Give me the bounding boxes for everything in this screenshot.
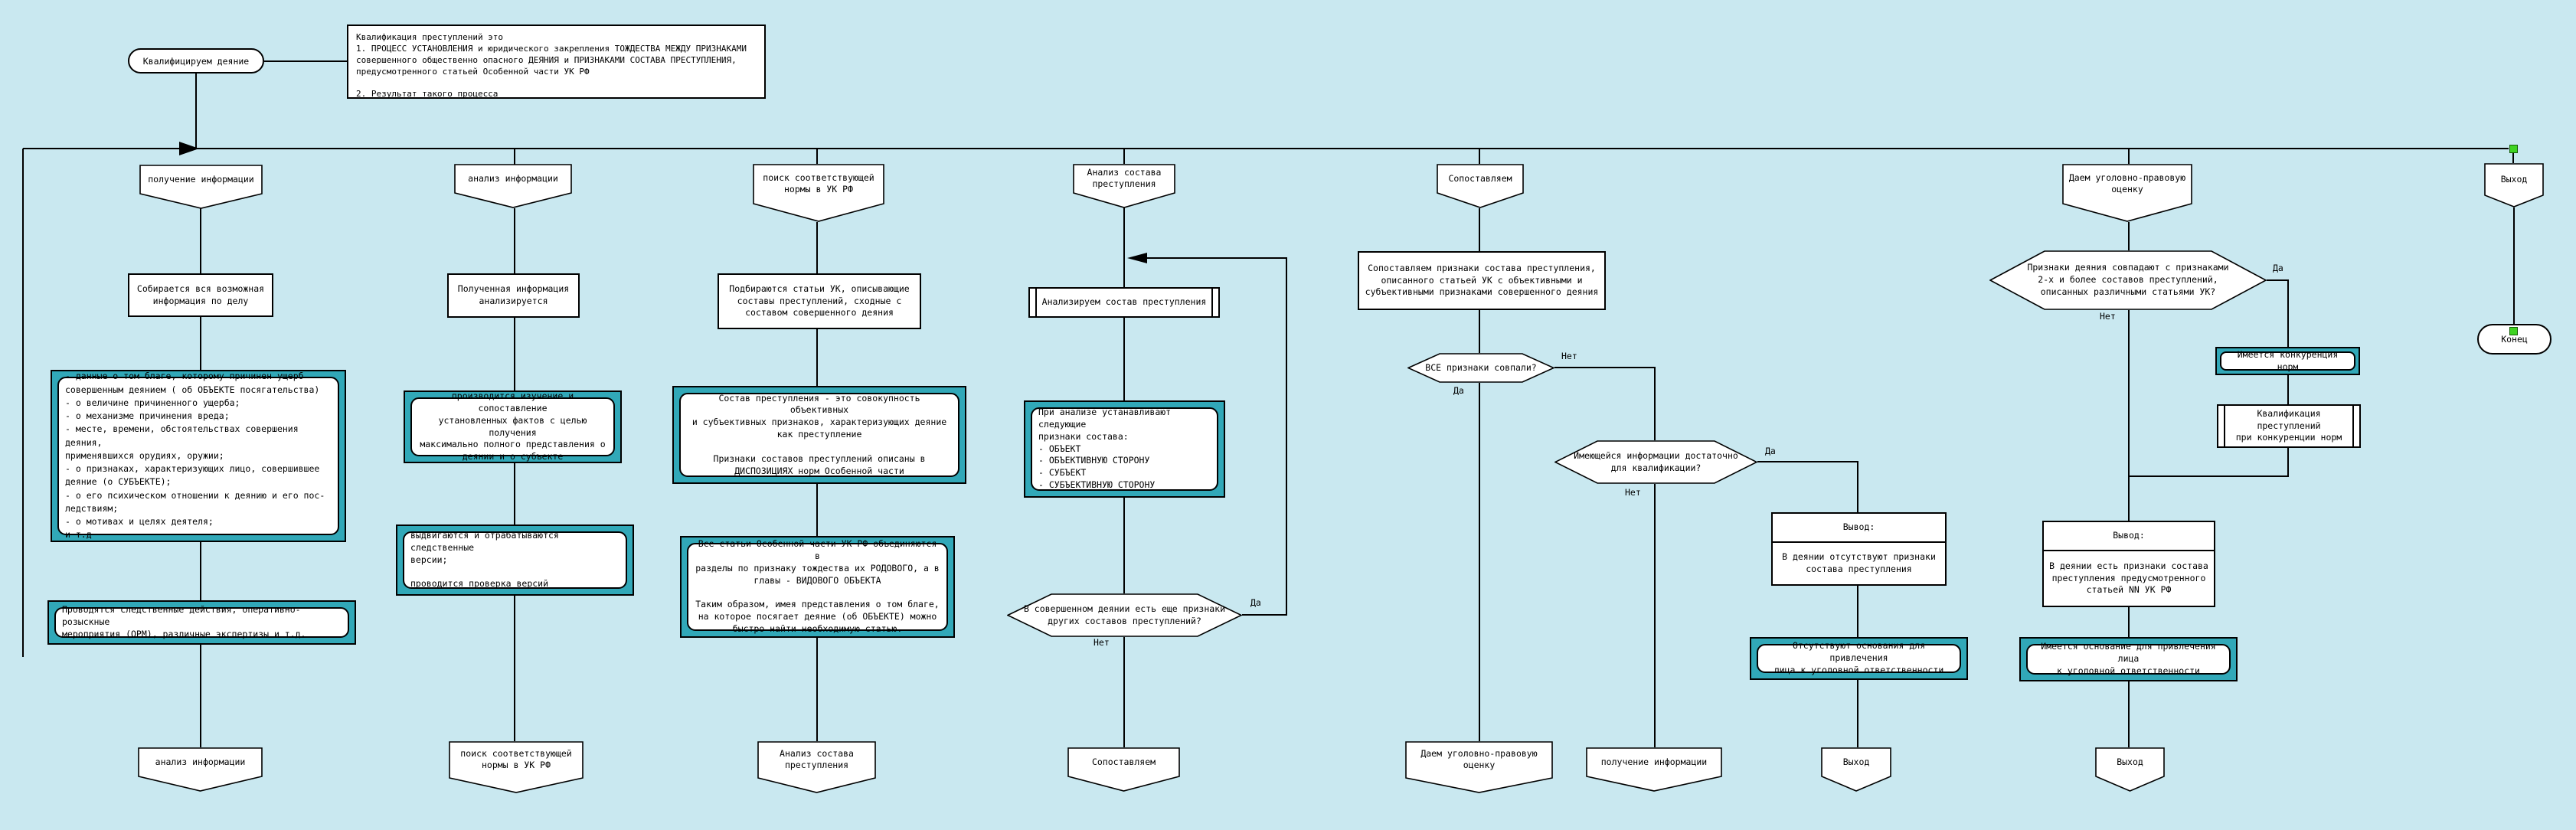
note-norm-competition[interactable]: Имеется конкуренция норм bbox=[2215, 347, 2360, 375]
connector-to-analyze-corpus[interactable]: Анализ состава преступления bbox=[757, 741, 876, 793]
conclusion-corpus-present[interactable]: Вывод: В деянии есть признаки состава пр… bbox=[2042, 521, 2215, 607]
arrowhead-left-icon bbox=[1127, 253, 1147, 263]
note-code-structure[interactable]: Все статьи Особенной части УК РФ объедин… bbox=[680, 536, 955, 638]
process-collect-info[interactable]: Собирается вся возможная информация по д… bbox=[128, 273, 273, 317]
conclusion-body: В деянии есть признаки состава преступле… bbox=[2049, 560, 2208, 596]
note-corpus-elements[interactable]: При анализе устанавливают следующие приз… bbox=[1024, 400, 1225, 498]
note-investigative-actions[interactable]: Проводятся следственные действия, операт… bbox=[47, 600, 356, 645]
banner-header-get-info[interactable]: получение информации bbox=[139, 165, 263, 209]
note-versions[interactable]: выдвигаются и отрабатываются следственны… bbox=[396, 524, 634, 596]
arrowhead-right-icon bbox=[179, 142, 199, 155]
end-label: Конец bbox=[2501, 334, 2528, 345]
connector-to-legal-assessment[interactable]: Даем уголовно-правовую оценку bbox=[1405, 741, 1553, 793]
banner-header-compare[interactable]: Сопоставляем bbox=[1437, 164, 1524, 208]
banner-exit-top[interactable]: Выход bbox=[2484, 163, 2544, 208]
branch-label-yes: Да bbox=[1453, 385, 1464, 396]
connector-to-find-norm[interactable]: поиск соответствующей нормы в УК РФ bbox=[449, 741, 584, 793]
decision-all-matched[interactable]: ВСЕ признаки совпали? bbox=[1407, 353, 1554, 383]
conclusion-no-corpus[interactable]: Вывод: В деянии отсутствуют признаки сос… bbox=[1771, 512, 1947, 586]
decision-enough-info[interactable]: Имеющейся информации достаточно для квал… bbox=[1554, 440, 1757, 484]
banner-header-legal-assessment[interactable]: Даем уголовно-правовую оценку bbox=[2062, 164, 2192, 222]
process-analyze-received-info[interactable]: Полученная информация анализируется bbox=[447, 273, 580, 318]
branch-label-no: Нет bbox=[1093, 637, 1110, 648]
note-corpus-definition[interactable]: Состав преступления - это совокупность о… bbox=[672, 386, 966, 484]
connector-to-get-info[interactable]: получение информации bbox=[1586, 747, 1722, 792]
end-terminator[interactable]: Конец bbox=[2477, 324, 2551, 355]
selection-handle-icon[interactable] bbox=[2509, 145, 2518, 153]
process-select-articles[interactable]: Подбираются статьи УК, описывающие соста… bbox=[718, 273, 921, 329]
banner-header-analyze-info[interactable]: анализ информации bbox=[454, 164, 572, 208]
branch-label-yes: Да bbox=[1765, 446, 1776, 456]
subroutine-analyze-corpus[interactable]: Анализируем состав преступления bbox=[1028, 287, 1220, 318]
branch-label-no: Нет bbox=[1625, 487, 1641, 498]
branch-label-no: Нет bbox=[1561, 351, 1577, 361]
start-label: Квалифицируем деяние bbox=[142, 55, 250, 67]
selection-handle-icon[interactable] bbox=[2509, 327, 2518, 335]
branch-label-yes: Да bbox=[2273, 263, 2283, 273]
banner-header-analyze-corpus[interactable]: Анализ состава преступления bbox=[1073, 164, 1175, 208]
branch-label-yes: Да bbox=[1250, 597, 1261, 608]
start-terminator[interactable]: Квалифицируем деяние bbox=[128, 48, 264, 74]
connector-to-compare[interactable]: Сопоставляем bbox=[1067, 747, 1180, 792]
connector-to-analyze-info[interactable]: анализ информации bbox=[138, 747, 263, 792]
note-study-facts[interactable]: производится изучение и сопоставление ус… bbox=[404, 390, 622, 463]
subroutine-competition-qualification[interactable]: Квалификация преступлений при конкуренци… bbox=[2217, 404, 2361, 448]
decision-multiple-corpora[interactable]: Признаки деяния совпадают с признаками 2… bbox=[1989, 250, 2267, 310]
connector-exit-no-grounds[interactable]: Выход bbox=[1821, 747, 1891, 792]
conclusion-title: Вывод: bbox=[2044, 522, 2214, 551]
note-grounds-liability[interactable]: Имеется основание для привлечения лица к… bbox=[2019, 637, 2238, 681]
conclusion-title: Вывод: bbox=[1773, 514, 1945, 543]
process-compare-attributes[interactable]: Сопоставляем признаки состава преступлен… bbox=[1358, 251, 1606, 310]
conclusion-body: В деянии отсутствуют признаки состава пр… bbox=[1782, 551, 1936, 574]
decision-more-corpora[interactable]: В совершенном деянии есть еще признаки д… bbox=[1007, 593, 1242, 637]
definition-note[interactable]: Квалификация преступлений это 1. ПРОЦЕСС… bbox=[347, 25, 766, 99]
note-collected-data-list[interactable]: - данные о том благе, которому причинен … bbox=[51, 370, 346, 542]
connector-exit-grounds[interactable]: Выход bbox=[2095, 747, 2165, 792]
banner-header-find-norm[interactable]: поиск соответствующей нормы в УК РФ bbox=[753, 164, 884, 222]
branch-label-no: Нет bbox=[2100, 311, 2116, 322]
note-no-grounds-liability[interactable]: Отсутствуют основания для привлечения ли… bbox=[1750, 637, 1968, 680]
